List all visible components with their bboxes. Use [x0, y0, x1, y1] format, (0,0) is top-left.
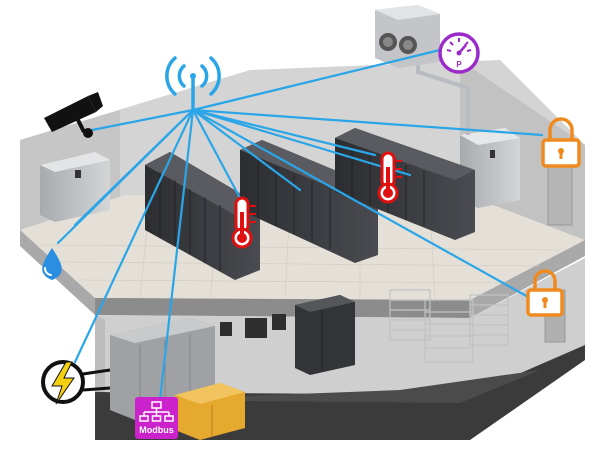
pressure-gauge-icon: P [438, 32, 480, 74]
link-lock-upper [191, 108, 544, 137]
modbus-label: Modbus [139, 425, 174, 435]
link-water [56, 108, 195, 245]
lower-floor-shine [140, 370, 540, 403]
water-drop-icon [42, 248, 62, 280]
battery-racks [389, 289, 509, 363]
link-pressure [191, 48, 442, 112]
thermometer-icon-2 [377, 151, 402, 204]
link-rack-row-3 [191, 108, 412, 177]
power-plug-icon [41, 360, 111, 405]
lock-icon-2 [526, 269, 564, 317]
floor-slab-front [95, 298, 470, 318]
link-thermometer-2 [191, 108, 377, 157]
svg-text:P: P [456, 60, 462, 69]
lock-icon [541, 117, 581, 168]
link-camera [90, 108, 195, 132]
ups-unit [175, 383, 245, 440]
wall-panel-3 [272, 314, 286, 330]
wireless-links [56, 48, 544, 402]
lower-cabinets [295, 295, 355, 375]
wifi-antenna-icon [165, 56, 221, 112]
wall-panel-2 [245, 318, 267, 338]
crac-unit-left [40, 152, 110, 222]
lower-left-wall [95, 315, 105, 400]
link-thermometer-1 [191, 108, 242, 200]
security-camera-icon [44, 92, 103, 138]
link-power [73, 108, 195, 364]
refrigerant-pipe [416, 62, 470, 135]
outdoor-condenser-unit [375, 5, 440, 68]
upper-floor [20, 60, 585, 318]
upper-door [547, 164, 573, 226]
link-modbus [158, 108, 195, 402]
thermometer-icon [231, 196, 256, 249]
link-lock-lower [191, 108, 532, 300]
modbus-network-icon: Modbus [135, 397, 178, 439]
wall-panel-1 [220, 322, 232, 336]
link-rack-row-2 [191, 108, 302, 192]
